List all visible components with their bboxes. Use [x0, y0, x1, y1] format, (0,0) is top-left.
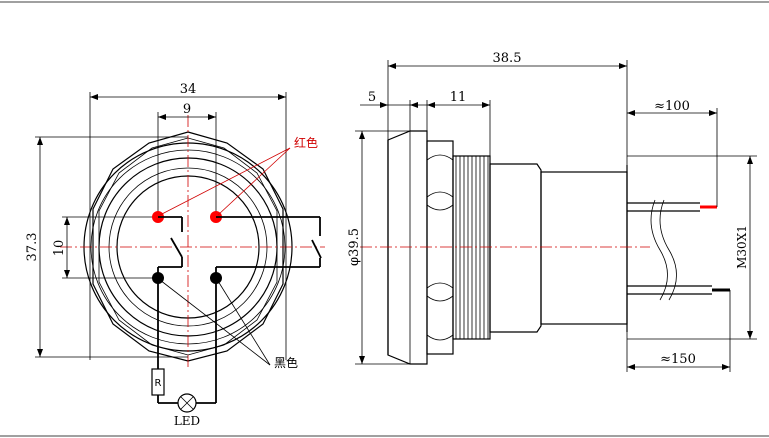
red-leader-1 — [159, 147, 291, 216]
dim-thread-arrow-bottom — [747, 331, 753, 339]
side-head — [387, 130, 428, 365]
switch-left-blade — [170, 237, 183, 258]
dim-9-arrow-right — [208, 114, 216, 120]
dim-dia-arrow-top — [359, 131, 365, 139]
side-rear-housing — [540, 171, 628, 325]
dim-34-arrow-left — [90, 94, 98, 100]
dim-outer-width: 34 — [180, 82, 197, 97]
side-view: 38.5 5 11 φ39.5 ≈100 ≈150 — [347, 51, 757, 372]
black-leader-1 — [159, 279, 271, 366]
side-nut-facets — [426, 154, 454, 341]
wire-break-1 — [650, 199, 668, 301]
red-leader-2 — [217, 147, 291, 216]
side-rear-body — [489, 163, 542, 333]
dim-dia-arrow-bottom — [359, 356, 365, 364]
led-label: LED — [174, 414, 200, 428]
dim-9-arrow-left — [158, 114, 166, 120]
dim-10-arrow-top — [64, 217, 70, 225]
dim-100-arrow-right — [709, 110, 717, 116]
dim-wire-black: ≈150 — [660, 352, 696, 367]
dim-pin-spacing: 9 — [183, 102, 191, 117]
dim-thread: M30X1 — [735, 225, 749, 269]
dim-150-arrow-left — [627, 364, 635, 370]
resistor-label: R — [155, 378, 162, 389]
dim-10-arrow-bottom — [64, 270, 70, 278]
dim-37-arrow-bottom — [37, 349, 43, 357]
switch-right-blade — [311, 239, 322, 259]
dim-thread-arrow-top — [747, 156, 753, 164]
dim-height: 37.3 — [25, 233, 40, 262]
led-cross-2 — [180, 396, 194, 410]
side-nut — [426, 140, 454, 355]
dim-5-arrow-left — [380, 102, 388, 108]
side-thread-lines — [455, 156, 489, 339]
dim-11-arrow-right — [482, 102, 490, 108]
front-view: 34 9 37.3 10 — [25, 82, 325, 428]
dim-150-arrow-right — [722, 364, 730, 370]
dim-385-arrow-left — [388, 63, 396, 69]
dim-diameter: φ39.5 — [347, 228, 362, 266]
dim-100-arrow-left — [627, 110, 635, 116]
black-leader-2 — [217, 280, 271, 366]
dim-37-arrow-top — [37, 137, 43, 145]
dim-total-length: 38.5 — [493, 51, 522, 66]
dim-nut: 11 — [450, 90, 467, 105]
black-label: 黑色 — [274, 356, 298, 370]
dim-385-arrow-right — [619, 63, 627, 69]
wire-break-2 — [659, 199, 677, 301]
dim-34-arrow-right — [278, 94, 286, 100]
dim-wire-red: ≈100 — [654, 99, 690, 114]
red-label: 红色 — [294, 135, 318, 150]
side-thread-body — [452, 155, 491, 340]
dim-head: 5 — [368, 90, 376, 105]
dim-11-arrow-left — [427, 102, 435, 108]
dim-pin-vertical: 10 — [52, 240, 67, 257]
